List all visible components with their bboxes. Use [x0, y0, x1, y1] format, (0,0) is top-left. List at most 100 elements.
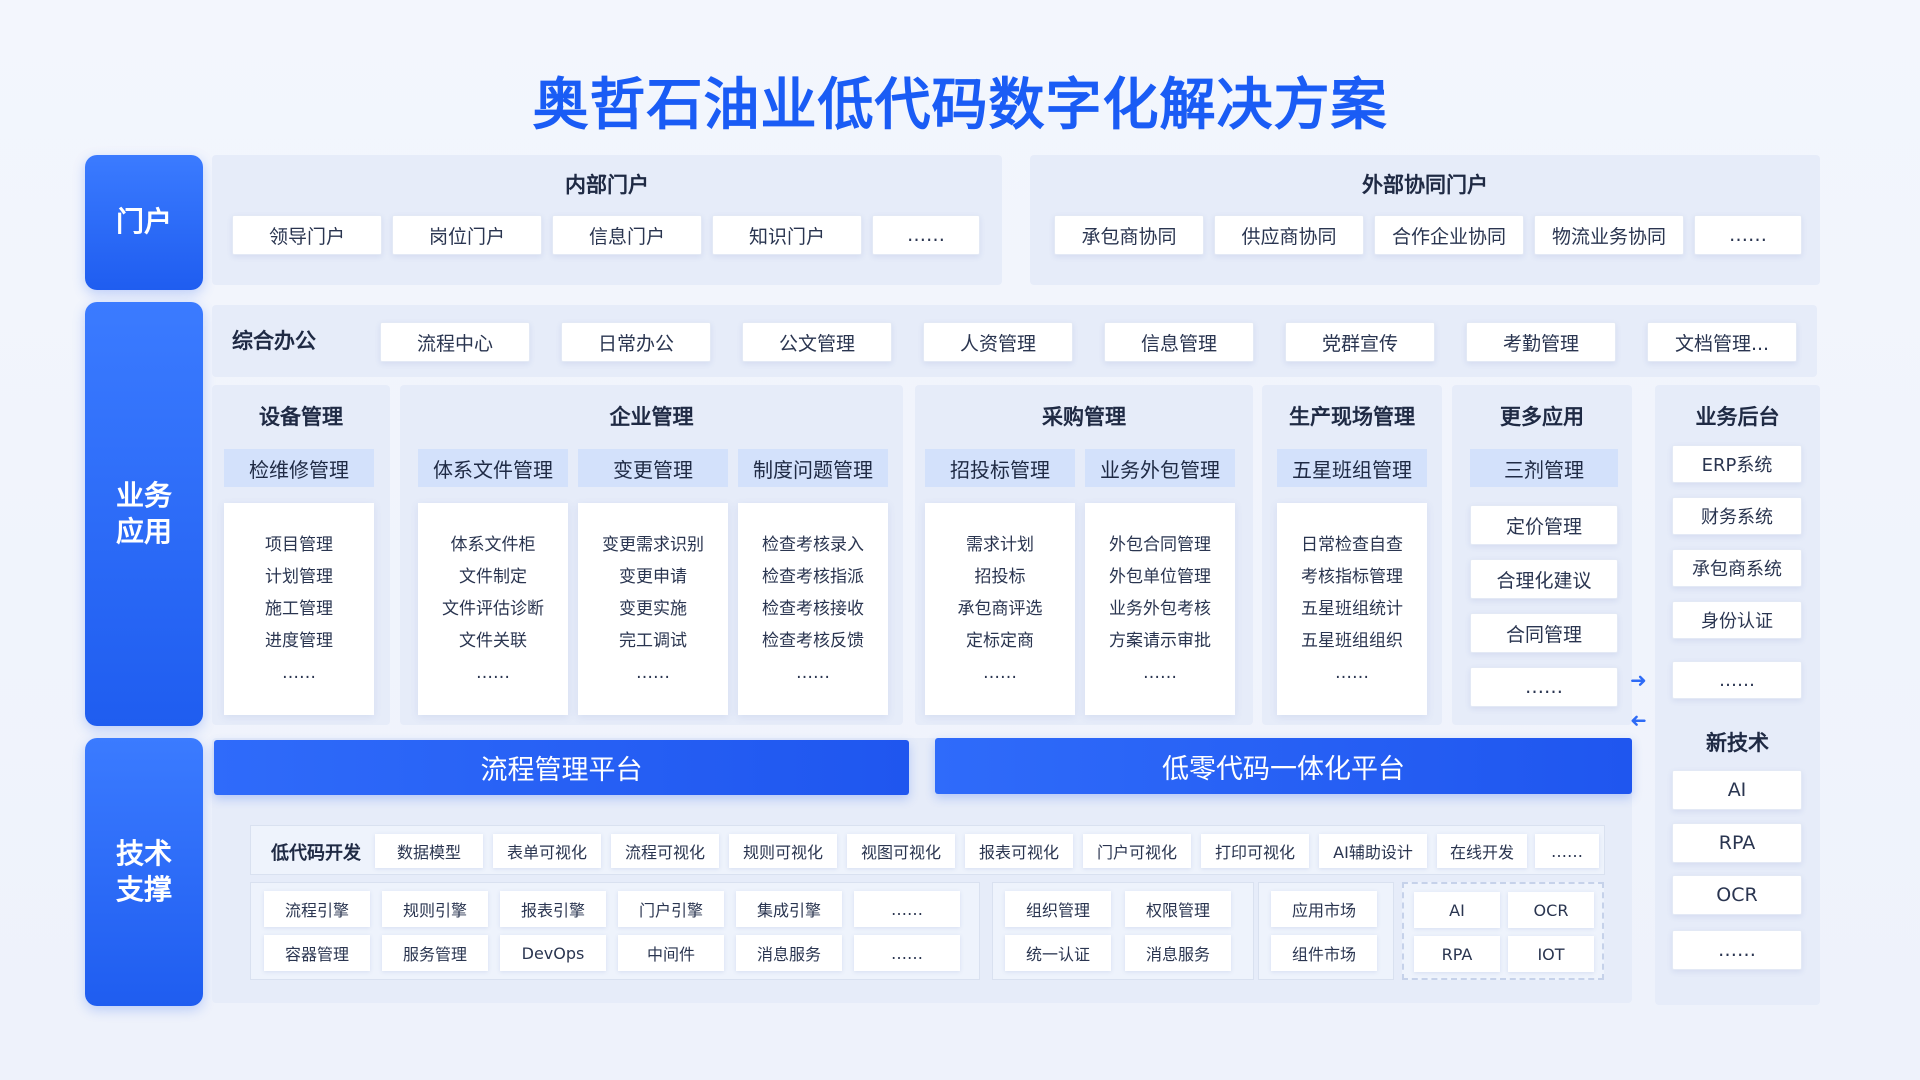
lowcode-dev-item[interactable]: 报表可视化 [965, 834, 1073, 868]
more-apps-item[interactable]: 合理化建议 [1470, 559, 1618, 599]
more-apps-panel: 更多应用 三剂管理 定价管理 合理化建议 合同管理 …… [1452, 385, 1632, 725]
more-apps-item[interactable]: 定价管理 [1470, 505, 1618, 545]
office-item[interactable]: 日常办公 [561, 322, 711, 362]
portal-item[interactable]: 知识门户 [712, 215, 862, 255]
more-apps-tag[interactable]: 三剂管理 [1470, 449, 1618, 487]
backend-item[interactable]: 身份认证 [1672, 601, 1802, 639]
office-item[interactable]: 党群宣传 [1285, 322, 1435, 362]
lowcode-dev-item[interactable]: …… [1535, 834, 1599, 868]
more-apps-item[interactable]: …… [1470, 667, 1618, 707]
engine-item[interactable]: 流程引擎 [264, 891, 370, 927]
lowcode-dev-item[interactable]: 数据模型 [375, 834, 483, 868]
lowcode-dev-item[interactable]: 规则可视化 [729, 834, 837, 868]
org-group: 组织管理 权限管理 统一认证 消息服务 [992, 882, 1254, 980]
org-item[interactable]: 消息服务 [1125, 935, 1231, 971]
portal-item[interactable]: 供应商协同 [1214, 215, 1364, 255]
engine-item[interactable]: DevOps [500, 935, 606, 971]
org-item[interactable]: 组织管理 [1005, 891, 1111, 927]
more-apps-item[interactable]: 合同管理 [1470, 613, 1618, 653]
sidebar-business: 业务 应用 [85, 302, 203, 726]
list-item: 日常检查自查 [1301, 535, 1403, 555]
backend-title: 业务后台 [1695, 405, 1780, 429]
org-item[interactable]: 统一认证 [1005, 935, 1111, 971]
portal-item[interactable]: 信息门户 [552, 215, 702, 255]
ai-item[interactable]: OCR [1508, 892, 1594, 928]
engine-item[interactable]: …… [854, 935, 960, 971]
enterprise-list: 检查考核录入 检查考核指派 检查考核接收 检查考核反馈 …… [738, 503, 888, 715]
lowcode-dev-item[interactable]: 表单可视化 [493, 834, 601, 868]
list-item: 文件关联 [459, 631, 527, 651]
production-tag[interactable]: 五星班组管理 [1277, 449, 1427, 487]
portal-item[interactable]: 物流业务协同 [1534, 215, 1684, 255]
enterprise-tag[interactable]: 变更管理 [578, 449, 728, 487]
lowcode-platform-bar[interactable]: 低零代码一体化平台 [935, 738, 1632, 794]
enterprise-list: 变更需求识别 变更申请 变更实施 完工调试 …… [578, 503, 728, 715]
office-item[interactable]: 人资管理 [923, 322, 1073, 362]
lowcode-dev-item[interactable]: AI辅助设计 [1319, 834, 1427, 868]
engine-item[interactable]: 容器管理 [264, 935, 370, 971]
engine-item[interactable]: 报表引擎 [500, 891, 606, 927]
engine-item[interactable]: 消息服务 [736, 935, 842, 971]
more-apps-title: 更多应用 [1500, 405, 1584, 429]
office-item[interactable]: 文档管理... [1647, 322, 1797, 362]
engine-item[interactable]: 服务管理 [382, 935, 488, 971]
portal-item[interactable]: …… [872, 215, 980, 255]
enterprise-tag[interactable]: 制度问题管理 [738, 449, 888, 487]
engine-item[interactable]: …… [854, 891, 960, 927]
ai-item[interactable]: AI [1414, 892, 1500, 928]
sidebar-business-label-1: 业务 [115, 478, 172, 512]
purchase-tag[interactable]: 招投标管理 [925, 449, 1075, 487]
engine-item[interactable]: 规则引擎 [382, 891, 488, 927]
backend-item[interactable]: 承包商系统 [1672, 549, 1802, 587]
portal-item[interactable]: 承包商协同 [1054, 215, 1204, 255]
process-platform-bar[interactable]: 流程管理平台 [214, 740, 909, 795]
backend-item[interactable]: ERP系统 [1672, 445, 1802, 483]
lowcode-dev-item[interactable]: 流程可视化 [611, 834, 719, 868]
engine-item[interactable]: 集成引擎 [736, 891, 842, 927]
equipment-tag[interactable]: 检维修管理 [224, 449, 374, 487]
backend-item[interactable]: 财务系统 [1672, 497, 1802, 535]
list-item: 文件评估诊断 [442, 599, 544, 619]
portal-item[interactable]: 合作企业协同 [1374, 215, 1524, 255]
production-list: 日常检查自查 考核指标管理 五星班组统计 五星班组组织 …… [1277, 503, 1427, 715]
external-portal-panel: 外部协同门户 承包商协同 供应商协同 合作企业协同 物流业务协同 …… [1030, 155, 1820, 285]
list-item: …… [636, 663, 670, 683]
lowcode-dev-item[interactable]: 在线开发 [1437, 834, 1527, 868]
office-title: 综合办公 [232, 329, 316, 353]
equipment-list: 项目管理 计划管理 施工管理 进度管理 …… [224, 503, 374, 715]
org-item[interactable]: 权限管理 [1125, 891, 1231, 927]
purchase-tag[interactable]: 业务外包管理 [1085, 449, 1235, 487]
portal-item[interactable]: 岗位门户 [392, 215, 542, 255]
lowcode-dev-item[interactable]: 门户可视化 [1083, 834, 1191, 868]
list-item: 五星班组组织 [1301, 631, 1403, 651]
production-title: 生产现场管理 [1289, 405, 1415, 429]
enterprise-list: 体系文件柜 文件制定 文件评估诊断 文件关联 …… [418, 503, 568, 715]
list-item: 承包商评选 [957, 599, 1043, 619]
market-item[interactable]: 应用市场 [1271, 891, 1377, 927]
list-item: 变更申请 [619, 567, 687, 587]
lowcode-dev-item[interactable]: 打印可视化 [1201, 834, 1309, 868]
list-item: 五星班组统计 [1301, 599, 1403, 619]
newtech-item[interactable]: AI [1672, 770, 1802, 810]
backend-item[interactable]: …… [1672, 661, 1802, 699]
office-item[interactable]: 考勤管理 [1466, 322, 1616, 362]
portal-item[interactable]: …… [1694, 215, 1802, 255]
market-item[interactable]: 组件市场 [1271, 935, 1377, 971]
office-panel: 综合办公 流程中心 日常办公 公文管理 人资管理 信息管理 党群宣传 考勤管理 … [212, 305, 1817, 377]
equipment-panel: 设备管理 检维修管理 项目管理 计划管理 施工管理 进度管理 …… [212, 385, 390, 725]
office-item[interactable]: 信息管理 [1104, 322, 1254, 362]
office-item[interactable]: 公文管理 [742, 322, 892, 362]
lowcode-dev-item[interactable]: 视图可视化 [847, 834, 955, 868]
list-item: 体系文件柜 [450, 535, 536, 555]
ai-item[interactable]: IOT [1508, 936, 1594, 972]
engine-item[interactable]: 门户引擎 [618, 891, 724, 927]
ai-item[interactable]: RPA [1414, 936, 1500, 972]
list-item: 变更需求识别 [602, 535, 704, 555]
enterprise-tag[interactable]: 体系文件管理 [418, 449, 568, 487]
portal-item[interactable]: 领导门户 [232, 215, 382, 255]
newtech-item[interactable]: RPA [1672, 823, 1802, 863]
office-item[interactable]: 流程中心 [380, 322, 530, 362]
engine-item[interactable]: 中间件 [618, 935, 724, 971]
newtech-item[interactable]: …… [1672, 930, 1802, 970]
newtech-item[interactable]: OCR [1672, 875, 1802, 915]
